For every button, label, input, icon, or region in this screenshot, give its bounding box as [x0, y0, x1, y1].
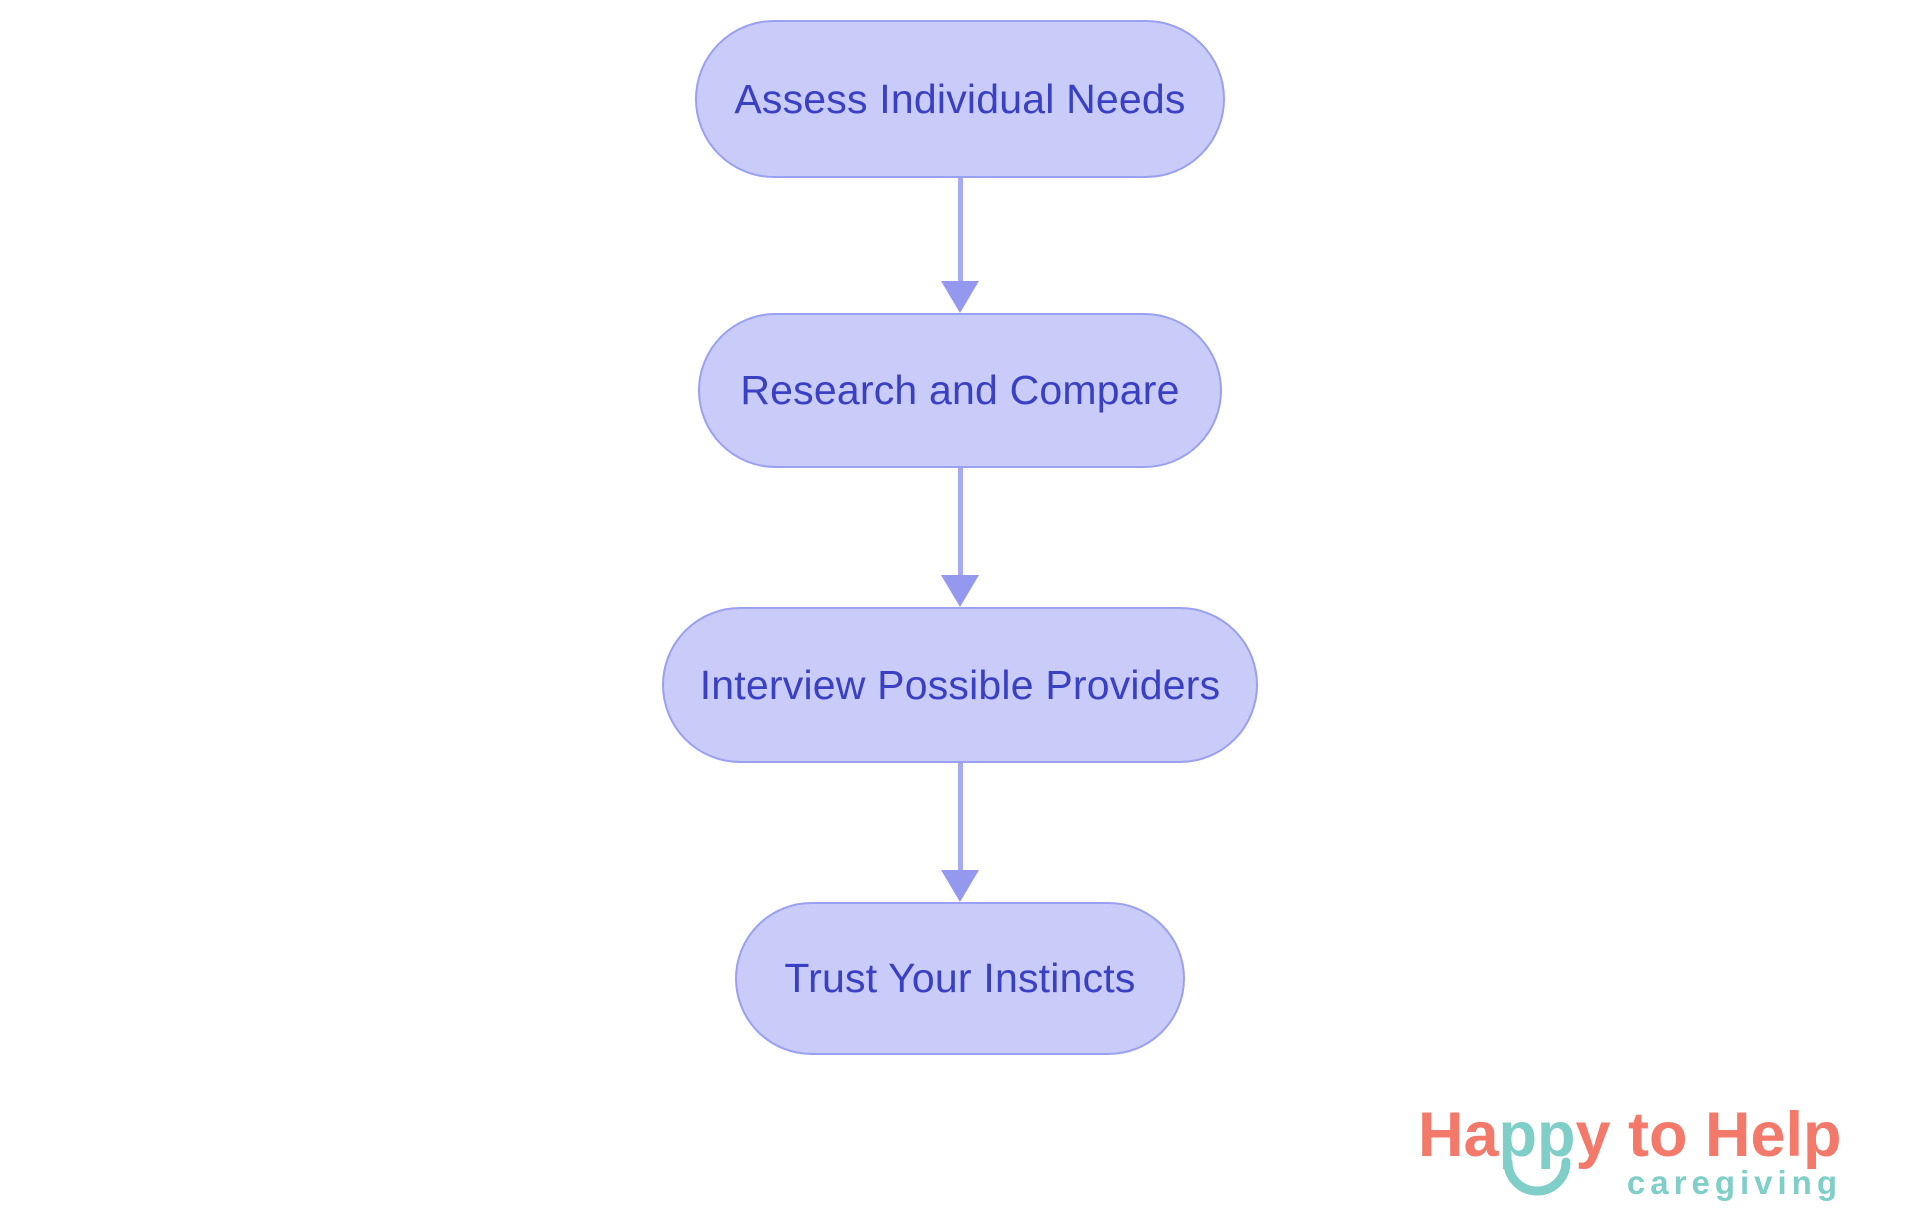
arrow-down-icon	[941, 870, 979, 902]
happy-to-help-logo: Happy to Help caregiving	[1418, 1100, 1842, 1201]
arrow-shaft	[957, 468, 963, 577]
arrow-shaft	[957, 763, 963, 872]
node-label: Assess Individual Needs	[734, 75, 1186, 122]
arrow-down-icon	[941, 575, 979, 607]
flow-arrow-3	[941, 763, 979, 902]
logo-word-ha: Ha	[1418, 1100, 1499, 1170]
logo-wordmark: Happy to Help	[1418, 1100, 1842, 1170]
node-label: Trust Your Instincts	[784, 955, 1136, 1001]
arrow-shaft	[957, 178, 963, 283]
node-interview-possible-providers: Interview Possible Providers	[662, 607, 1258, 763]
logo-tagline: caregiving	[1627, 1164, 1842, 1201]
node-label: Interview Possible Providers	[699, 661, 1221, 708]
node-trust-your-instincts: Trust Your Instincts	[735, 902, 1185, 1055]
node-research-and-compare: Research and Compare	[698, 313, 1222, 468]
smile-icon	[1503, 1157, 1571, 1196]
logo-word-y-to-help: y to Help	[1576, 1100, 1842, 1170]
arrow-down-icon	[941, 281, 979, 313]
flow-arrow-1	[941, 178, 979, 313]
logo-word-pp: pp	[1499, 1100, 1576, 1170]
node-assess-individual-needs: Assess Individual Needs	[695, 20, 1225, 178]
node-label: Research and Compare	[740, 367, 1180, 413]
flow-arrow-2	[941, 468, 979, 607]
